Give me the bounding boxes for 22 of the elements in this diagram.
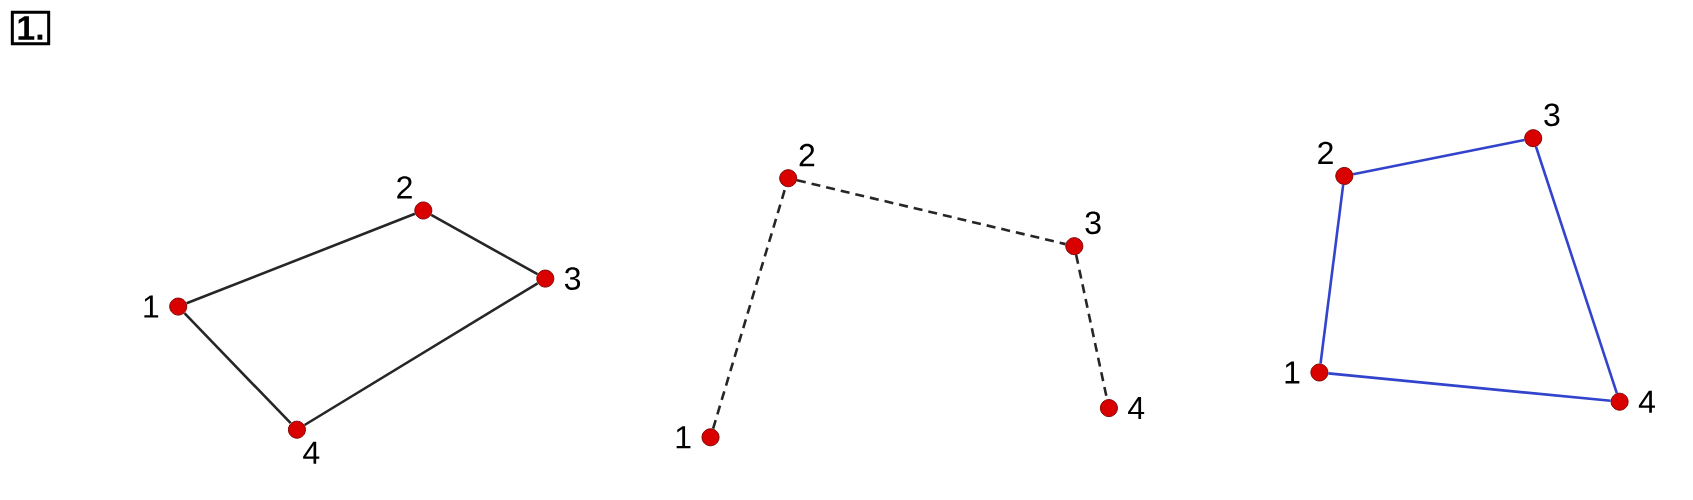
line-segment — [1352, 138, 1525, 176]
line-segment — [430, 213, 539, 276]
point-number: 4 — [303, 441, 320, 464]
line-segment — [1328, 372, 1611, 403]
line-segment — [796, 179, 1066, 246]
line-segment — [183, 312, 292, 425]
point-number: 4 — [1128, 397, 1145, 420]
point-number: 1 — [1285, 361, 1300, 384]
point-number: 2 — [397, 176, 412, 199]
line-segment — [303, 282, 539, 427]
point-number: 1 — [676, 426, 691, 449]
task-number: 1. — [10, 10, 51, 46]
line-segment — [186, 212, 416, 305]
point-number: 3 — [1544, 103, 1560, 127]
point-number: 1 — [144, 295, 159, 318]
point-number: 2 — [799, 143, 815, 167]
point-number: 3 — [1085, 211, 1101, 235]
line-segment — [1319, 184, 1345, 364]
point-number: 2 — [1318, 141, 1333, 164]
point-number: 4 — [1638, 390, 1655, 413]
point-number: 3 — [564, 267, 581, 290]
line-segment — [1534, 146, 1619, 394]
